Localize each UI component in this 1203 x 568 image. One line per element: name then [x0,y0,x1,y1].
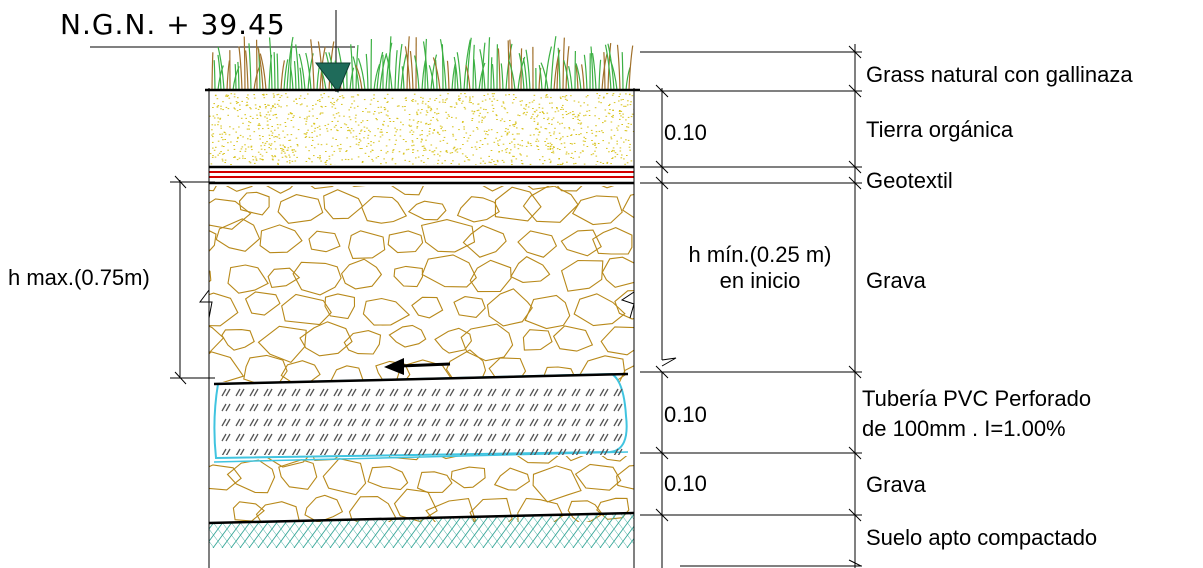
gravel-layer-upper [209,186,634,382]
elevation-label: N.G.N. + 39.45 [60,8,286,41]
organic-soil-layer [209,93,634,165]
layer-name-subgrade: Suelo apto compactado [866,525,1097,550]
thickness-organic-soil: 0.10 [664,120,707,145]
layer-name-grass: Grass natural con gallinaza [866,62,1133,87]
subgrade-top-line [208,511,635,525]
flow-arrow-icon [384,358,451,375]
h-min-label-line1: h mín.(0.25 m) [688,242,831,267]
layer-name-pipe-line2: de 100mm . I=1.00% [862,416,1066,441]
layer-name-geotextile: Geotextil [866,168,953,193]
h-min-label-line2: en inicio [720,268,801,293]
layer-name-pipe-line1: Tubería PVC Perforado [862,386,1091,411]
layer-name-gravel-lower: Grava [866,472,927,497]
thickness-pipe: 0.10 [664,402,707,427]
right-dimension-lines [620,44,862,568]
grass-layer [211,36,634,91]
pvc-pipe [213,372,629,463]
thickness-gravel-lower: 0.10 [664,471,707,496]
layer-name-gravel-upper: Grava [866,268,927,293]
h-max-dimension [170,175,215,385]
geotextile-layer [209,165,634,185]
level-marker-icon [314,62,351,93]
h-max-label: h max.(0.75m) [8,265,150,290]
compacted-soil-layer [209,512,634,548]
layer-name-organic-soil: Tierra orgánica [866,117,1014,142]
